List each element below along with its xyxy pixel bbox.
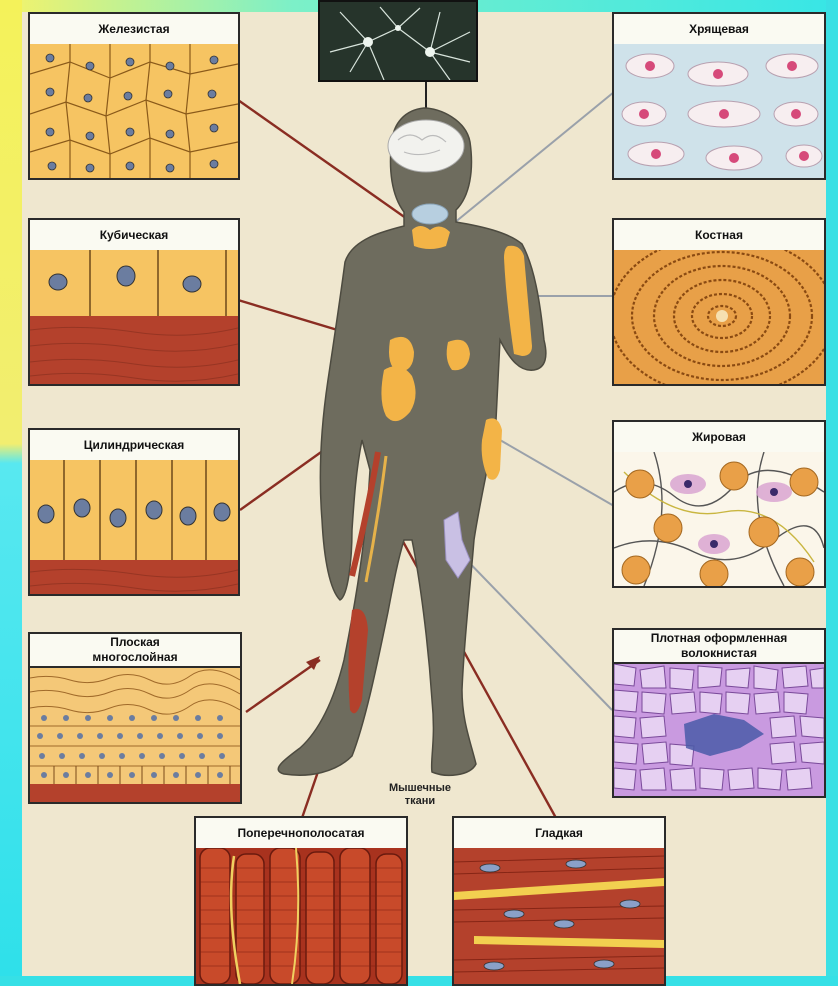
tile-cuboidal: Кубическая	[28, 218, 240, 386]
throat-cartilage	[412, 204, 448, 224]
tile-adipose: Жировая	[612, 420, 826, 588]
label-glandular: Железистая	[30, 14, 238, 46]
tile-bone: Костная	[612, 218, 826, 386]
tile-cartilage: Хрящевая	[612, 12, 826, 180]
label-squamous-line2: многослойная	[30, 650, 240, 665]
adipose-texture	[614, 452, 824, 586]
squamous-texture	[30, 668, 240, 802]
neuron-image	[320, 2, 478, 82]
label-columnar: Цилиндрическая	[30, 430, 238, 462]
tile-striated: Поперечнополосатая	[194, 816, 408, 986]
label-smooth: Гладкая	[454, 818, 664, 850]
glandular-texture	[30, 44, 238, 178]
label-squamous-line1: Плоская	[30, 635, 240, 650]
label-dense-line1: Плотная оформленная	[614, 631, 824, 646]
cartilage-texture	[614, 44, 824, 178]
label-cartilage: Хрящевая	[614, 14, 824, 46]
muscle-caption-line1: Мышечные	[360, 782, 480, 795]
label-adipose: Жировая	[614, 422, 824, 454]
thyroid-gland	[412, 226, 450, 249]
tile-dense-fibrous: Плотная оформленная волокнистая	[612, 628, 826, 798]
bone-texture	[614, 250, 824, 384]
dense-fibrous-texture	[614, 664, 824, 796]
label-squamous: Плоская многослойная	[30, 634, 240, 668]
label-dense-fibrous: Плотная оформленная волокнистая	[614, 630, 824, 664]
brain	[388, 120, 464, 172]
tile-smooth: Гладкая	[452, 816, 666, 986]
label-cuboidal: Кубическая	[30, 220, 238, 252]
muscle-tissues-caption: Мышечные ткани	[360, 782, 480, 808]
label-bone: Костная	[614, 220, 824, 252]
striated-texture	[196, 848, 406, 984]
smooth-texture	[454, 848, 664, 984]
cuboidal-texture	[30, 250, 238, 384]
tile-columnar: Цилиндрическая	[28, 428, 240, 596]
label-striated: Поперечнополосатая	[196, 818, 406, 850]
tile-glandular: Железистая	[28, 12, 240, 180]
nerve-tissue-panel	[318, 0, 478, 82]
tile-squamous: Плоская многослойная	[28, 632, 242, 804]
columnar-texture	[30, 460, 238, 594]
body-silhouette	[278, 108, 546, 775]
muscle-caption-line2: ткани	[360, 795, 480, 808]
label-dense-line2: волокнистая	[614, 646, 824, 661]
